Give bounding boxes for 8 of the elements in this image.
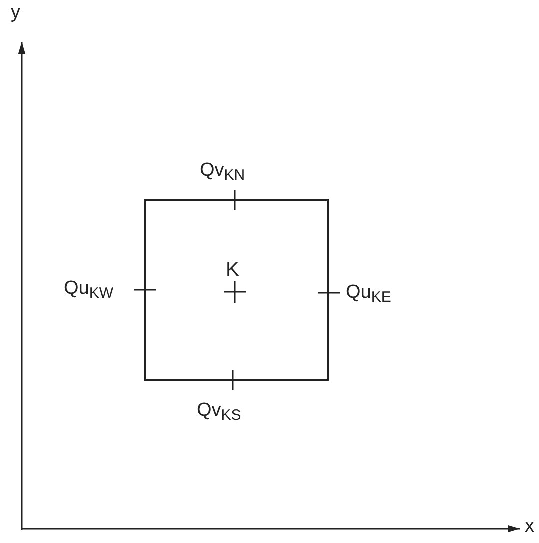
axis-label: y bbox=[11, 2, 20, 24]
axis-label: x bbox=[525, 516, 534, 538]
face-label: Qu$_{KW}$ bbox=[64, 278, 114, 304]
face-label: Qv$_{KS}$ bbox=[197, 400, 242, 426]
cell-label: K bbox=[226, 259, 240, 281]
square-cell bbox=[144, 199, 329, 381]
face-label: Qu$_{KE}$ bbox=[346, 282, 392, 308]
face-label: Qv$_{KN}$ bbox=[200, 160, 246, 186]
